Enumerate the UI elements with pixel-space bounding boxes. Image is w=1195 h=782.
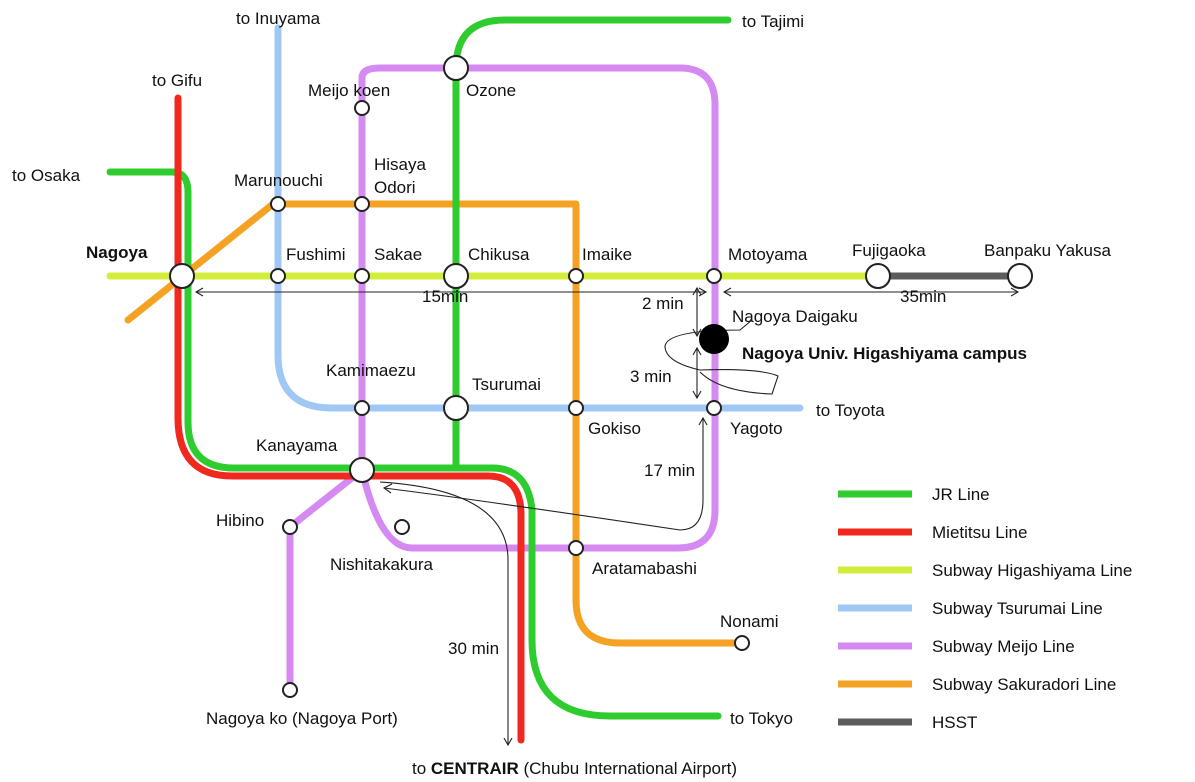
dest-tajimi: to Tajimi <box>742 12 804 31</box>
station-meijo-koen <box>354 100 370 116</box>
label-kamimaezu: Kamimaezu <box>326 361 416 380</box>
label-meijo-koen: Meijo koen <box>308 81 390 100</box>
travel-time-arrows <box>194 286 1020 747</box>
label-fujigaoka: Fujigaoka <box>852 241 926 260</box>
station-yagoto <box>706 400 722 416</box>
label-tsurumai: Tsurumai <box>472 375 541 394</box>
legend-item: Subway Meijo Line <box>838 637 1075 656</box>
legend-label: HSST <box>932 713 977 732</box>
station-chikusa <box>443 263 469 289</box>
campus-label: Nagoya Univ. Higashiyama campus <box>742 344 1027 363</box>
time-daigaku-yagoto: 3 min <box>630 367 672 386</box>
legend-label: Subway Sakuradori Line <box>932 675 1116 694</box>
legend-label: JR Line <box>932 485 990 504</box>
station-hibino <box>282 519 298 535</box>
label-ozone: Ozone <box>466 81 516 100</box>
station-nagoya-port <box>282 682 298 698</box>
label-chikusa: Chikusa <box>468 245 530 264</box>
label-yagoto: Yagoto <box>730 419 783 438</box>
label-nagoya: Nagoya <box>86 243 148 262</box>
label-marunouchi: Marunouchi <box>234 171 323 190</box>
meijo-line <box>358 64 719 552</box>
station-nishitakakura <box>394 519 410 535</box>
campus-marker <box>699 324 729 354</box>
station-nonami <box>734 635 750 651</box>
label-nagoya-port: Nagoya ko (Nagoya Port) <box>206 709 398 728</box>
station-hisaya-odori <box>354 196 370 212</box>
legend-item: Subway Higashiyama Line <box>838 561 1132 580</box>
meijo-port-branch <box>286 466 366 694</box>
station-gokiso <box>568 400 584 416</box>
legend-item: HSST <box>838 713 977 732</box>
station-fujigaoka <box>865 263 891 289</box>
station-nagoya <box>169 263 195 289</box>
dest-inuyama: to Inuyama <box>236 9 321 28</box>
label-aratamabashi: Aratamabashi <box>592 559 697 578</box>
label-fushimi: Fushimi <box>286 245 346 264</box>
time-kanayama-yagoto: 17 min <box>644 461 695 480</box>
label-nagoya-daigaku: Nagoya Daigaku <box>732 307 858 326</box>
time-kanayama-centrair: 30 min <box>448 639 499 658</box>
legend-item: Mietitsu Line <box>838 523 1027 542</box>
dest-gifu: to Gifu <box>152 71 202 90</box>
dest-centrair: to CENTRAIR (Chubu International Airport… <box>412 759 737 778</box>
label-nishitakakura: Nishitakakura <box>330 555 434 574</box>
station-aratamabashi <box>568 540 584 556</box>
label-banpaku-yakusa: Banpaku Yakusa <box>984 241 1112 260</box>
label-sakae: Sakae <box>374 245 422 264</box>
legend-label: Subway Higashiyama Line <box>932 561 1132 580</box>
station-ozone <box>443 55 469 81</box>
station-kanayama <box>349 457 375 483</box>
legend-item: JR Line <box>838 485 990 504</box>
station-tsurumai <box>443 395 469 421</box>
label-gokiso: Gokiso <box>588 419 641 438</box>
time-motoyama-daigaku: 2 min <box>642 294 684 313</box>
jr-line <box>106 168 722 720</box>
station-motoyama <box>706 268 722 284</box>
label-hibino: Hibino <box>216 511 264 530</box>
meitetsu-line <box>174 94 525 744</box>
stations <box>169 55 1033 698</box>
legend-item: Subway Sakuradori Line <box>838 675 1116 694</box>
label-imaike: Imaike <box>582 245 632 264</box>
legend-item: Subway Tsurumai Line <box>838 599 1103 618</box>
label-nonami: Nonami <box>720 612 779 631</box>
station-marunouchi <box>270 196 286 212</box>
station-banpaku-yakusa <box>1007 263 1033 289</box>
legend-label: Subway Tsurumai Line <box>932 599 1103 618</box>
dest-toyota: to Toyota <box>816 401 885 420</box>
legend-label: Subway Meijo Line <box>932 637 1075 656</box>
tsurumai-line <box>274 24 804 412</box>
station-fushimi <box>270 268 286 284</box>
station-kamimaezu <box>354 400 370 416</box>
dest-tokyo: to Tokyo <box>730 709 793 728</box>
legend-label: Mietitsu Line <box>932 523 1027 542</box>
time-nagoya-motoyama: 15min <box>422 287 468 306</box>
time-motoyama-banpaku: 35min <box>900 287 946 306</box>
label-motoyama: Motoyama <box>728 245 808 264</box>
dest-osaka: to Osaka <box>12 166 81 185</box>
station-sakae <box>354 268 370 284</box>
label-kanayama: Kanayama <box>256 436 338 455</box>
station-imaike <box>568 268 584 284</box>
label-hisaya-line1: Hisaya <box>374 155 427 174</box>
label-hisaya-line2: Odori <box>374 178 416 197</box>
